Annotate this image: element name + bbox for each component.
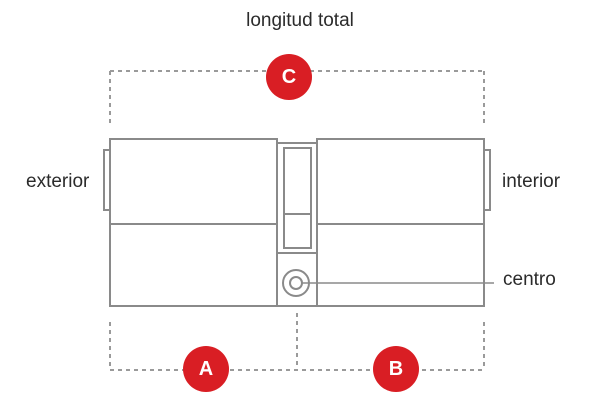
- center-screw-inner: [289, 276, 303, 290]
- cylinder-interior-half: [316, 138, 485, 307]
- cylinder-exterior-half: [109, 138, 278, 307]
- cylinder-body: [103, 138, 491, 307]
- badge-b-interior-length: B: [373, 346, 419, 392]
- center-label: centro: [503, 269, 556, 290]
- exterior-end-cap: [103, 149, 111, 211]
- interior-label: interior: [502, 171, 561, 192]
- cam-slot: [283, 147, 312, 249]
- badge-a-exterior-length: A: [183, 346, 229, 392]
- badge-c-total-length: C: [266, 54, 312, 100]
- interior-end-cap: [483, 149, 491, 211]
- total-length-label: longitud total: [246, 10, 354, 31]
- exterior-label: exterior: [26, 171, 90, 192]
- sections-bracket: [109, 313, 485, 371]
